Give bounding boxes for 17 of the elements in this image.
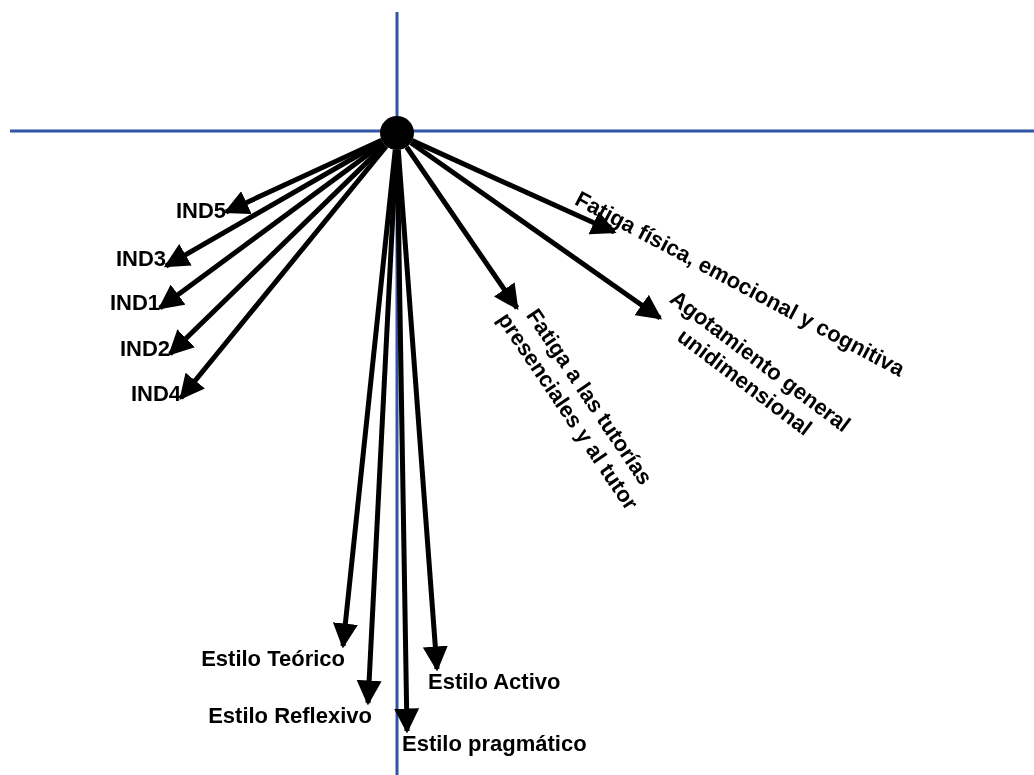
- arrow: [223, 137, 383, 215]
- arrow: [404, 145, 520, 311]
- variable-label: IND1: [109, 290, 160, 316]
- arrow: [411, 138, 617, 235]
- variable-label: Estilo Activo: [428, 669, 561, 695]
- variable-label: Estilo Teórico: [201, 646, 345, 672]
- center-point: [380, 116, 414, 150]
- arrow: [179, 144, 389, 400]
- variable-label: Estilo pragmático: [402, 731, 587, 757]
- variable-label: Estilo Reflexivo: [208, 703, 372, 729]
- arrow: [168, 143, 387, 356]
- arrow: [158, 141, 385, 310]
- variable-label: IND4: [130, 381, 181, 407]
- variable-label: IND2: [119, 336, 170, 362]
- arrow: [409, 140, 663, 321]
- variable-label: IND3: [115, 246, 166, 272]
- variable-label: IND5: [175, 198, 226, 224]
